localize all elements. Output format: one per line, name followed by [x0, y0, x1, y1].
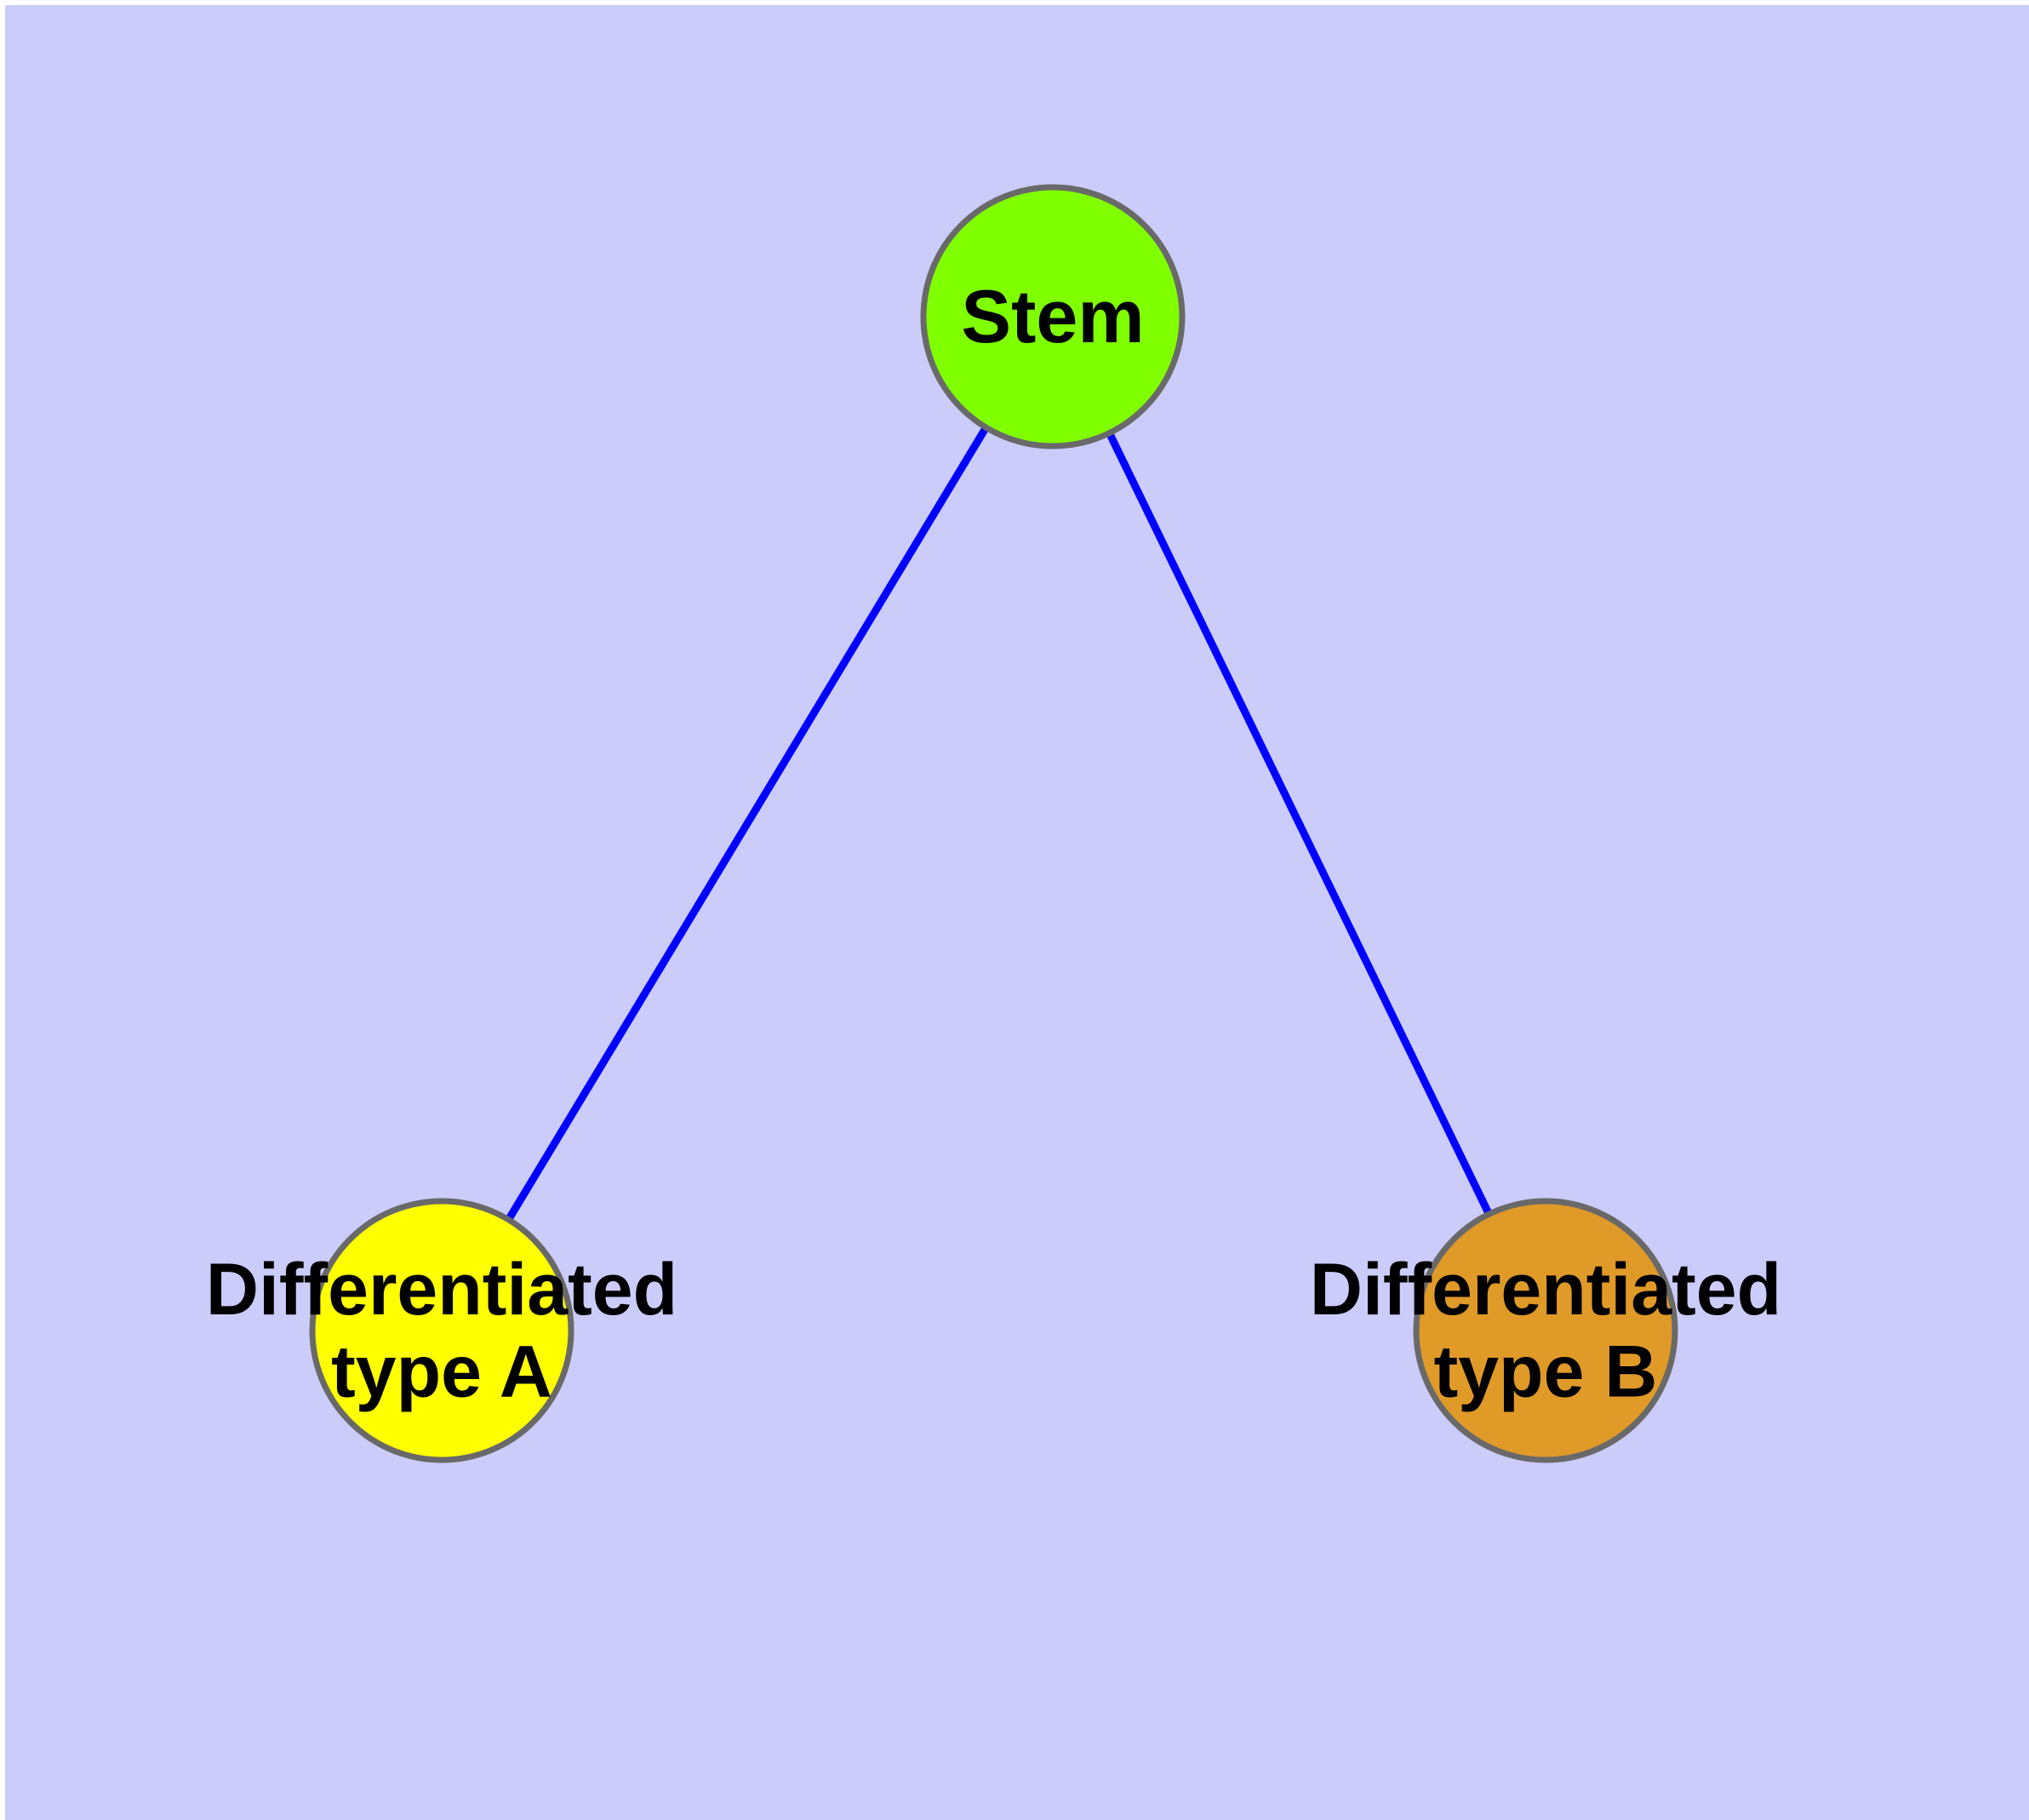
- node-differentiated-type-a[interactable]: [309, 1198, 574, 1463]
- node-label-stem: Stem: [961, 274, 1144, 358]
- edge-stem-to-differentiated-type-a: [506, 426, 989, 1221]
- node-stem[interactable]: [920, 184, 1186, 449]
- edge-stem-to-differentiated-type-b: [1106, 432, 1492, 1215]
- nodes-layer: [309, 184, 1678, 1463]
- node-differentiated-type-b[interactable]: [1413, 1198, 1678, 1463]
- edges-layer: [506, 426, 1492, 1221]
